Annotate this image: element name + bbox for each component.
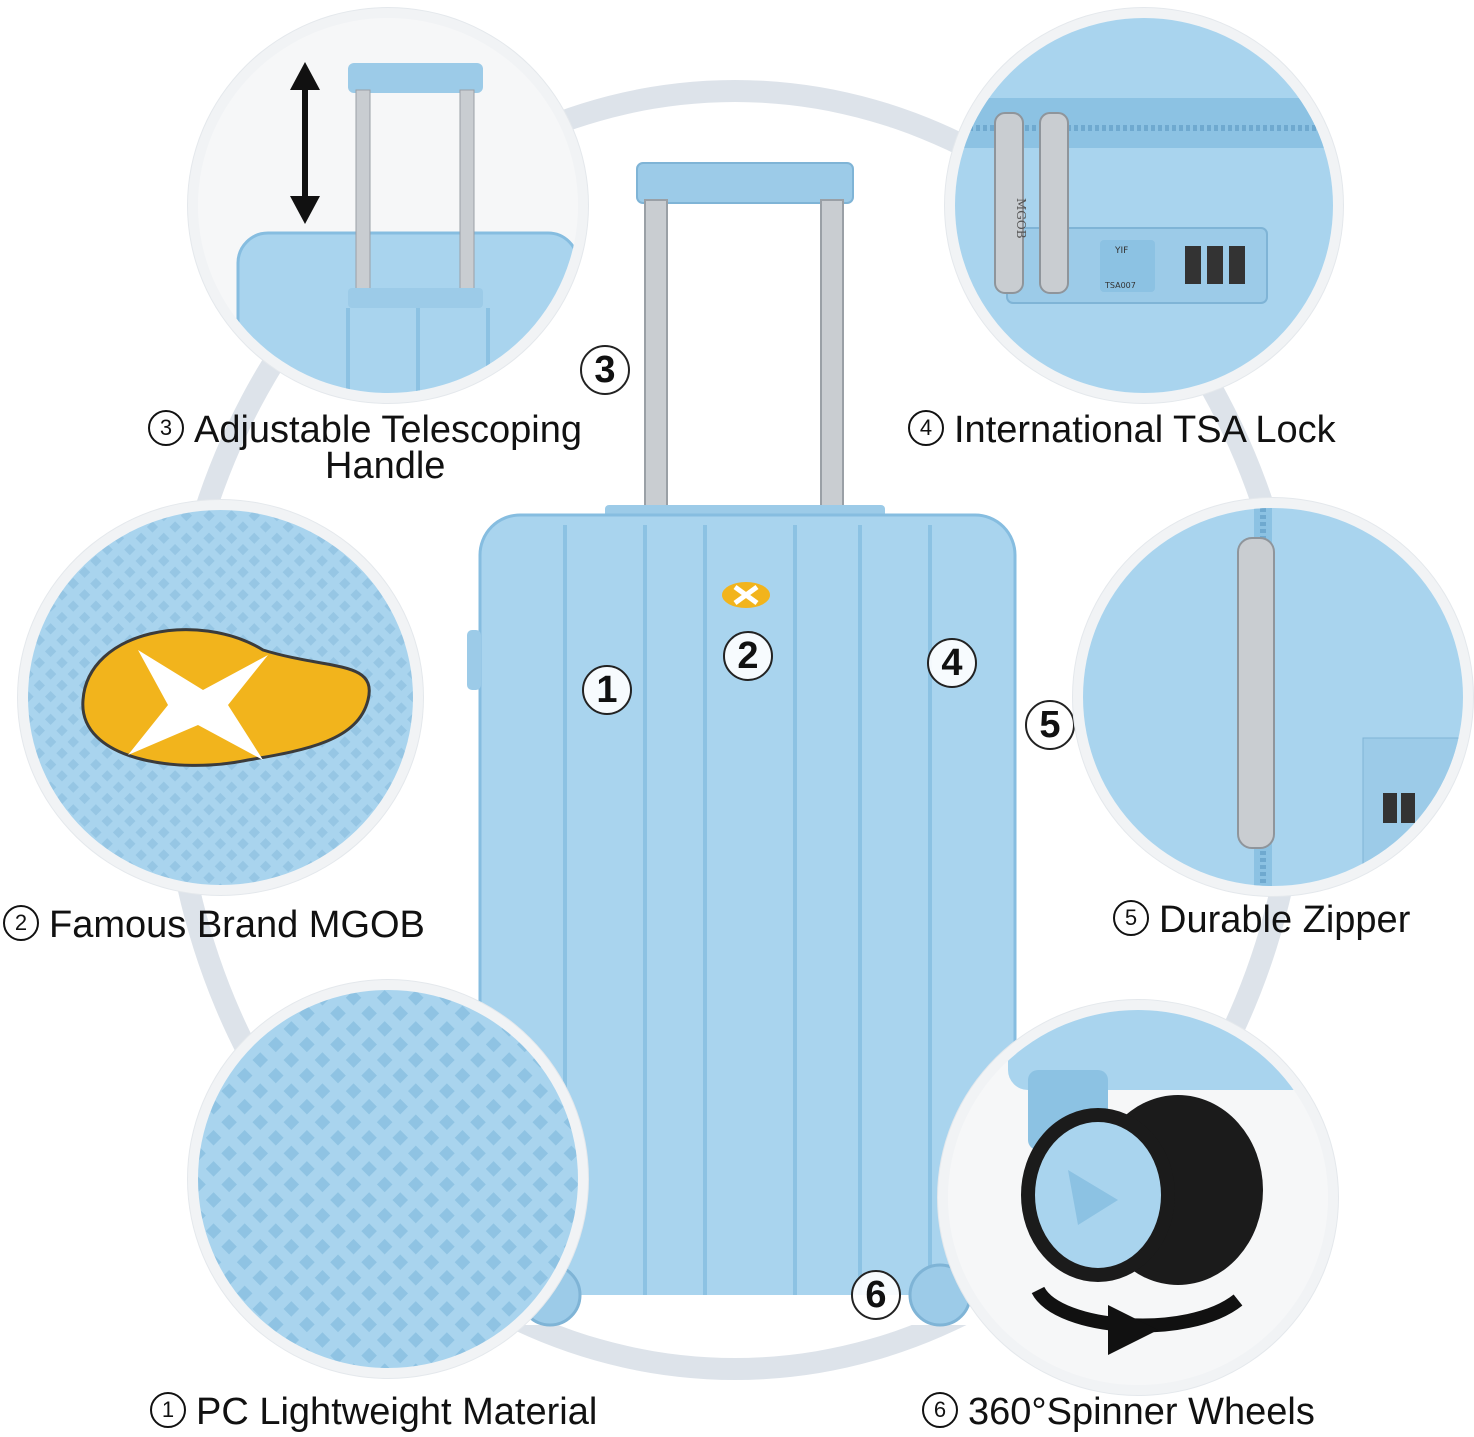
feature-label-wheels: 6 360°Spinner Wheels bbox=[922, 1391, 1315, 1433]
feature-label-material: 1 PC Lightweight Material bbox=[150, 1391, 598, 1433]
marker-5: 5 bbox=[1025, 700, 1075, 750]
detail-wheels-image bbox=[948, 1010, 1328, 1385]
feature-text: PC Lightweight Material bbox=[196, 1391, 598, 1433]
feature-number: 1 bbox=[150, 1391, 186, 1428]
feature-text: Famous Brand MGOB bbox=[49, 904, 425, 946]
detail-zipper-image bbox=[1083, 508, 1463, 886]
marker-4: 4 bbox=[927, 638, 977, 688]
feature-text: International TSA Lock bbox=[954, 409, 1336, 451]
feature-number: 3 bbox=[148, 409, 184, 446]
feature-label-zipper: 5 Durable Zipper bbox=[1113, 899, 1411, 941]
detail-tsa-lock-image: MGOB YIF TSA007 bbox=[955, 18, 1333, 393]
feature-text-line2: Handle bbox=[325, 445, 446, 487]
zipper-brand-text: MGOB bbox=[1014, 198, 1028, 239]
marker-2: 2 bbox=[723, 631, 773, 681]
lock-code-text: TSA007 bbox=[1104, 281, 1136, 290]
detail-brand-logo-image bbox=[28, 510, 413, 885]
feature-number: 2 bbox=[3, 904, 39, 941]
feature-number: 6 bbox=[922, 1391, 958, 1428]
marker-3: 3 bbox=[580, 345, 630, 395]
feature-text: 360°Spinner Wheels bbox=[968, 1391, 1315, 1433]
lock-brand-text: YIF bbox=[1114, 246, 1128, 256]
detail-material-image bbox=[198, 990, 578, 1368]
feature-text: Adjustable Telescoping bbox=[194, 409, 583, 451]
marker-6: 6 bbox=[851, 1270, 901, 1320]
feature-number: 4 bbox=[908, 409, 944, 446]
feature-text: Durable Zipper bbox=[1159, 899, 1411, 941]
feature-label-handle-line2: Handle bbox=[325, 446, 445, 486]
feature-label-brand: 2 Famous Brand MGOB bbox=[3, 904, 425, 946]
detail-handle-image bbox=[198, 18, 578, 393]
feature-label-handle: 3 Adjustable Telescoping bbox=[148, 409, 583, 451]
marker-1: 1 bbox=[582, 665, 632, 715]
feature-number: 5 bbox=[1113, 899, 1149, 936]
feature-label-tsa-lock: 4 International TSA Lock bbox=[908, 409, 1336, 451]
